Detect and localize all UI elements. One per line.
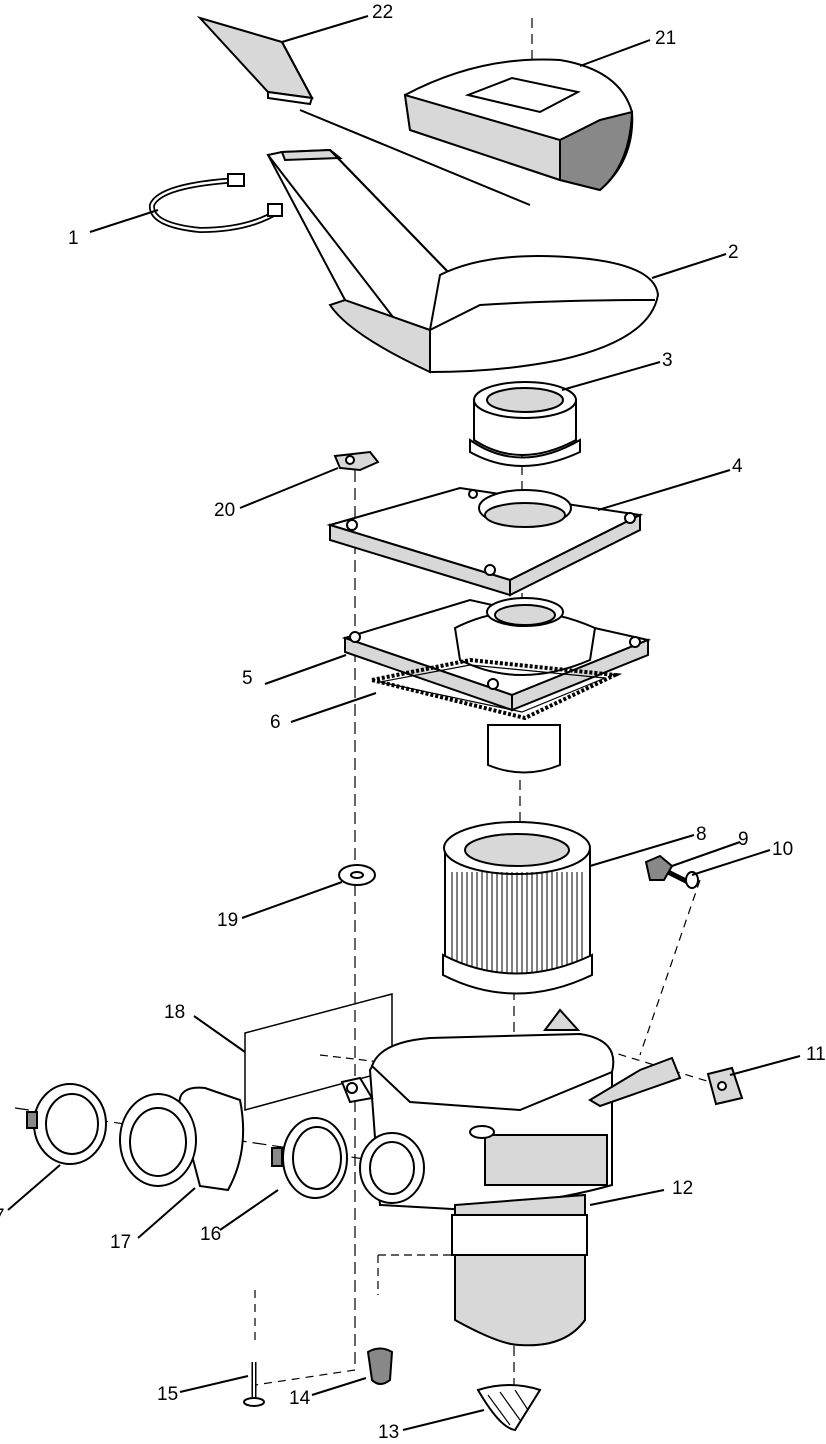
callout-19: 19 <box>217 910 238 931</box>
filter-pleats <box>451 872 583 978</box>
part-13-drain-valve <box>476 1384 542 1432</box>
callout-7: 7 <box>0 1206 5 1227</box>
part-8-air-filter <box>442 821 593 995</box>
part-21-intake-cover <box>299 58 634 206</box>
part-20-clip <box>333 450 380 472</box>
callout-13: 13 <box>378 1422 399 1439</box>
callout-22: 22 <box>372 2 393 23</box>
leader-lines <box>7 15 801 1431</box>
callout-5: 5 <box>242 668 253 689</box>
callout-21: 21 <box>655 28 676 49</box>
part-17-boot <box>119 1086 245 1192</box>
callout-12: 12 <box>672 1178 693 1199</box>
callout-4: 4 <box>732 456 743 477</box>
housing-outlet-tube <box>487 724 561 774</box>
part-1-clamp-band <box>148 173 283 234</box>
callout-16: 16 <box>200 1224 221 1245</box>
part-3-coupler <box>469 381 581 467</box>
part-12-airbox <box>340 1008 682 1347</box>
part-9-bolt <box>644 854 690 885</box>
callout-10: 10 <box>772 839 793 860</box>
part-10-washer <box>685 871 699 889</box>
callout-17: 17 <box>110 1232 131 1253</box>
part-15-pin <box>243 1362 265 1407</box>
callout-20: 20 <box>214 500 235 521</box>
part-5-housing-cover <box>341 597 652 712</box>
callout-9: 9 <box>738 829 749 850</box>
callout-8: 8 <box>696 824 707 845</box>
part-14-plug <box>366 1347 394 1385</box>
airbox-inlet-port <box>359 1132 425 1204</box>
callout-15: 15 <box>157 1384 178 1405</box>
callout-3: 3 <box>662 350 673 371</box>
callout-6: 6 <box>270 712 281 733</box>
part-7-clamp <box>26 1083 107 1165</box>
callout-11: 11 <box>806 1044 826 1065</box>
part-2-lid-snorkel <box>266 148 660 374</box>
part-22-plate <box>196 16 314 106</box>
callout-2: 2 <box>728 242 739 263</box>
part-18-decal <box>244 993 393 1111</box>
part-6-gasket <box>371 657 623 721</box>
part-19-washer <box>338 864 376 886</box>
part-16-clamp <box>271 1117 348 1199</box>
callout-1: 1 <box>68 228 79 249</box>
part-4-top-cover <box>326 486 644 597</box>
callout-18: 18 <box>164 1002 185 1023</box>
part-11-nut-clip <box>706 1066 744 1106</box>
callout-14: 14 <box>289 1388 311 1409</box>
